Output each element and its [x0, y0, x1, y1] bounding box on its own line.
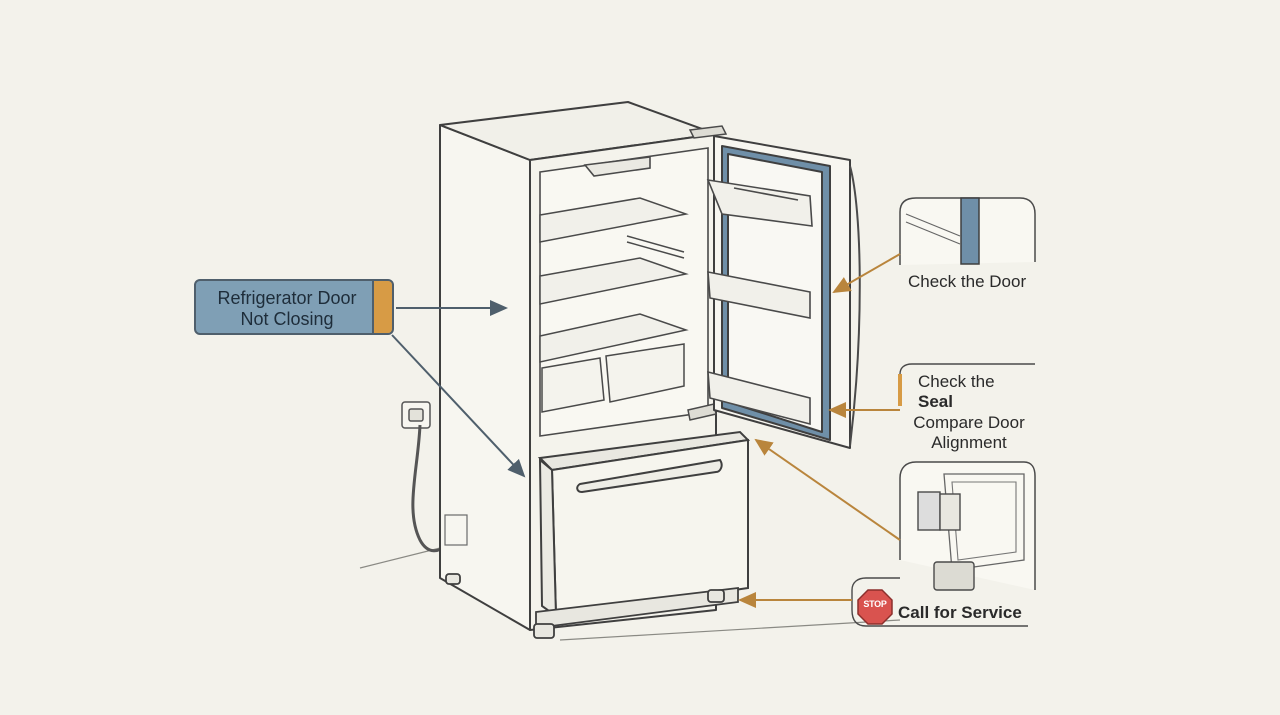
arrow-to-drawer	[391, 334, 526, 478]
check-seal-line1: Check the	[918, 372, 995, 391]
stop-sign: STOP	[858, 588, 892, 622]
check-door-label: Check the Door	[908, 272, 1027, 291]
check-seal-line2: Seal	[918, 392, 953, 411]
shelves	[539, 197, 689, 363]
compare-alignment-label: Compare Door Alignment	[909, 413, 1029, 453]
main-label-accent-tab	[372, 281, 392, 333]
floor	[359, 547, 901, 641]
main-issue-line1: Refrigerator Door	[217, 288, 357, 308]
compare-line2: Alignment	[931, 433, 1007, 452]
door-hinges	[687, 125, 728, 421]
power-cord	[411, 424, 447, 553]
stop-sign-text: STOP	[863, 599, 887, 609]
door-bins	[706, 178, 813, 426]
wall-outlet	[401, 401, 431, 429]
call-service-label: Call for Service	[898, 603, 1022, 623]
stop-sign-icon	[857, 589, 893, 625]
check-seal-label: Check the Seal	[918, 372, 995, 412]
call-service-text: Call for Service	[898, 603, 1022, 622]
main-issue-label: Refrigerator Door Not Closing	[194, 279, 394, 335]
main-issue-line2: Not Closing	[240, 309, 334, 329]
door-closeup-inset	[899, 197, 1036, 265]
crisper-drawers	[541, 343, 685, 413]
arrow-to-door	[832, 253, 901, 293]
hinge-closeup-inset	[899, 461, 1036, 591]
freezer-drawer	[537, 430, 751, 618]
compare-line1: Compare Door	[913, 413, 1025, 432]
arrow-to-hinge	[754, 438, 901, 541]
seal-callout-frame	[898, 363, 1035, 406]
side-vent	[444, 514, 468, 546]
